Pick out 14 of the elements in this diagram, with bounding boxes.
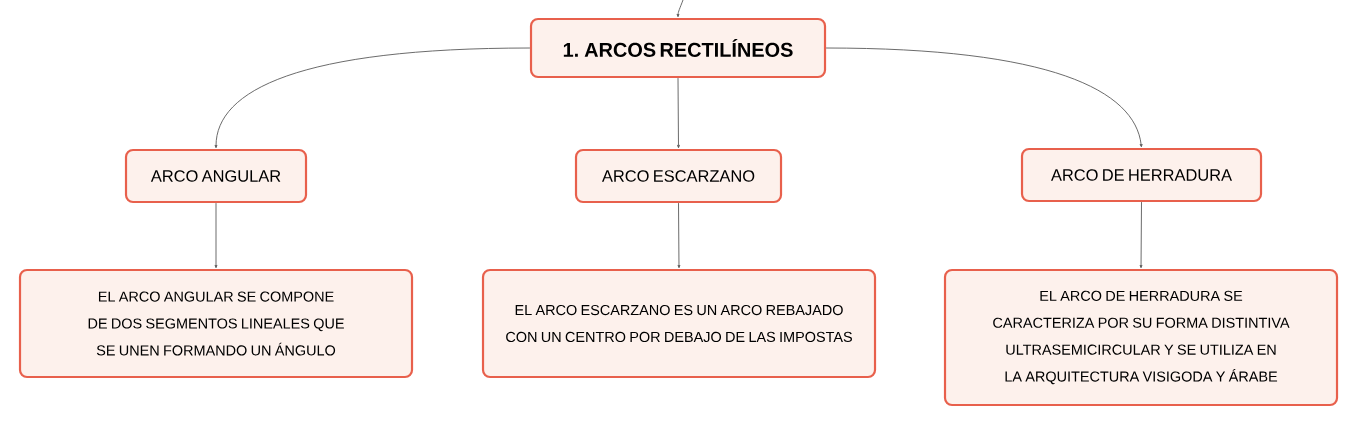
- subtopic-box: ARCO ANGULAR: [124, 148, 308, 204]
- arrow: [677, 77, 680, 149]
- description-box: EL ARCO ANGULAR SE COMPONE DE DOS SEGMENTOS LINEALES QUE SE UNEN FORMANDO UN ÁNGULO: [18, 268, 414, 379]
- arrow: [676, 0, 684, 18]
- arrow: [214, 47, 531, 149]
- topic-box: 1. ARCOS RECTILÍNEOS: [529, 17, 827, 79]
- arrow: [825, 47, 1143, 148]
- arrow: [1139, 201, 1143, 269]
- description-box: EL ARCO ESCARZANO ES UN ARCO REBAJADO CON UN CENTRO POR DEBAJO DE LAS IMPOSTAS: [481, 268, 877, 379]
- subtopic-box: ARCO ESCARZANO: [574, 148, 783, 204]
- arrow: [214, 202, 218, 269]
- subtopic-box: ARCO DE HERRADURA: [1020, 147, 1263, 203]
- description-box: EL ARCO DE HERRADURA SE CARACTERIZA POR SU FORMA DISTINTIVA ULTRASEMICIRCULAR Y SE UTILIZA EN LA ARQUITECTURA VISIGODA Y ÁRABE: [943, 268, 1339, 407]
- arrow: [677, 202, 681, 269]
